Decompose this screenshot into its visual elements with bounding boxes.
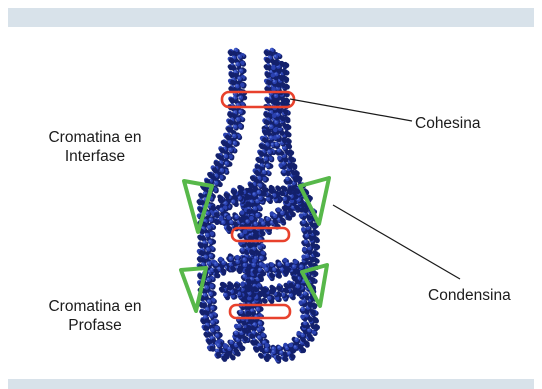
- cohesina-leader-line: [290, 99, 412, 121]
- profase-label: Cromatina en Profase: [30, 297, 160, 335]
- cohesina-label: Cohesina: [415, 114, 481, 133]
- profase-label-line1: Cromatina en: [30, 297, 160, 316]
- profase-label-line2: Profase: [30, 316, 160, 335]
- bottom-band: [8, 379, 534, 389]
- interfase-label: Cromatina en Interfase: [30, 128, 160, 166]
- chromatin-fibers: [197, 48, 321, 364]
- condensina-label: Condensina: [428, 286, 511, 305]
- interfase-label-line1: Cromatina en: [30, 128, 160, 147]
- interfase-label-line2: Interfase: [30, 147, 160, 166]
- condensina-leader-line: [333, 205, 460, 279]
